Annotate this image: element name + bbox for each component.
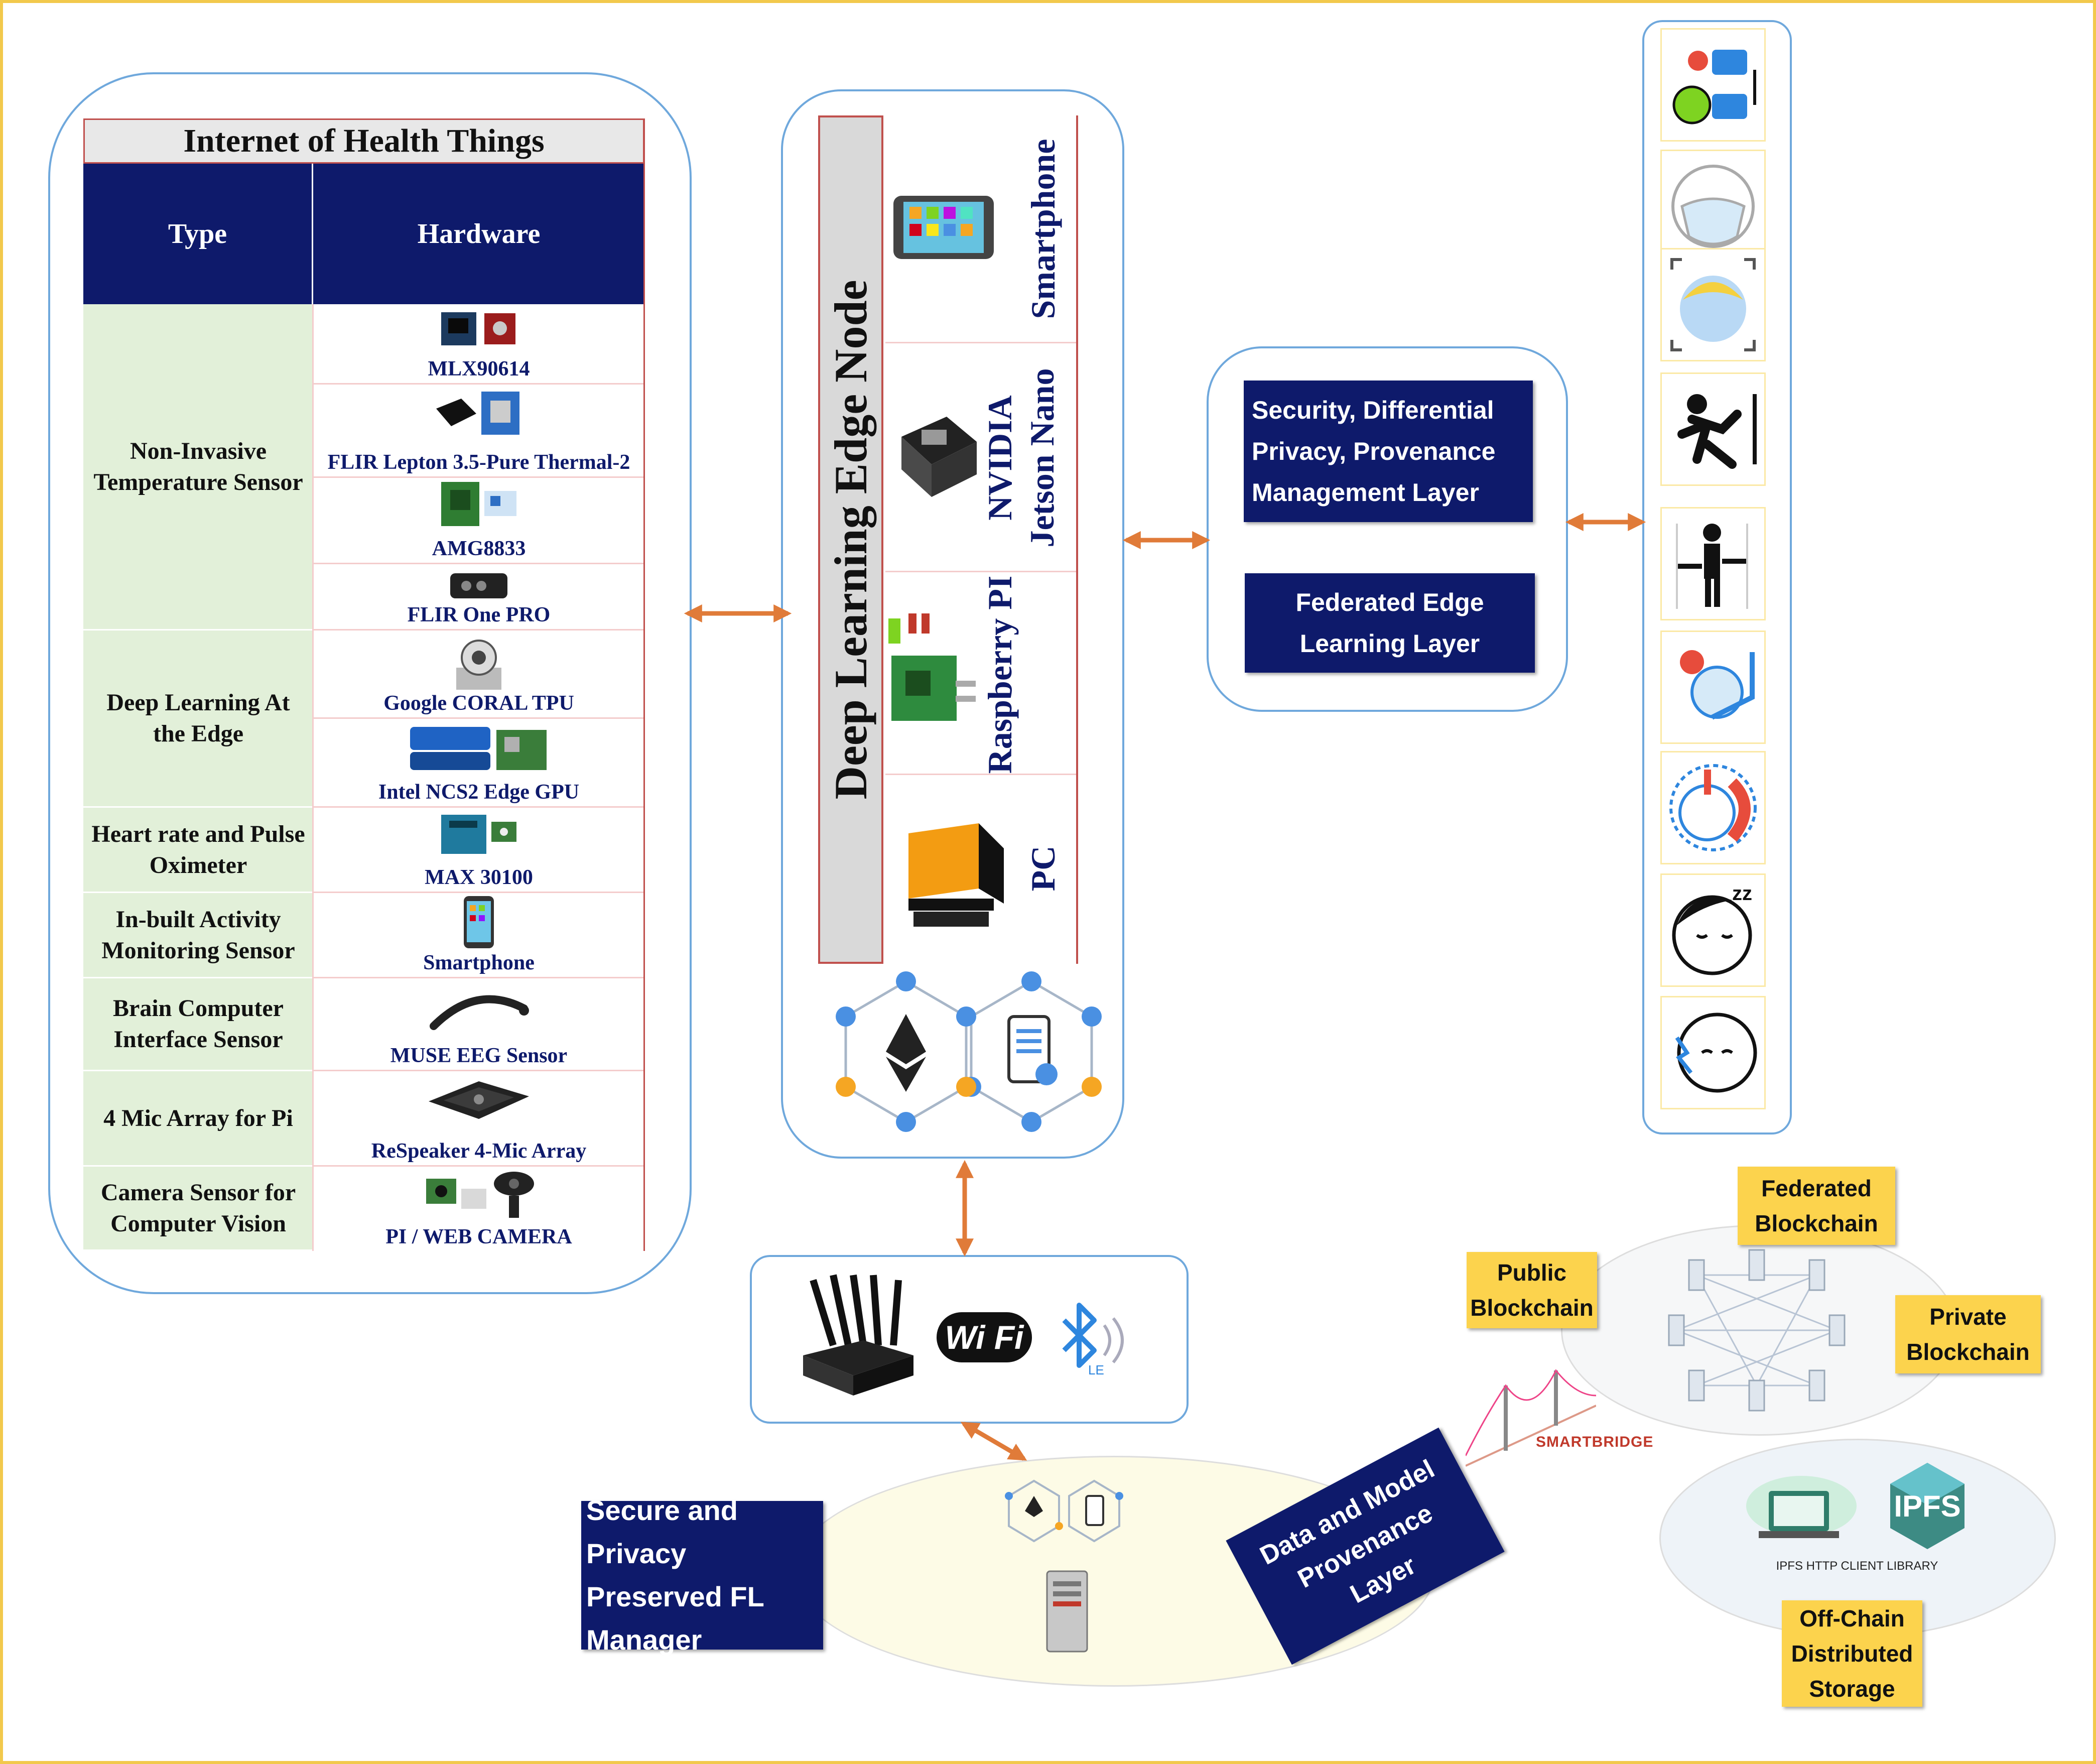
device-row-smartphone <box>885 115 1076 343</box>
hw-label: MUSE EEG Sensor <box>390 1044 568 1067</box>
ncs2-stick-icon <box>410 727 547 770</box>
ipfs-library-label: IPFS HTTP CLIENT LIBRARY <box>1776 1559 1938 1573</box>
coral-tpu-icon <box>456 640 501 690</box>
hw-respeaker: ReSpeaker 4-Mic Array <box>313 1071 644 1167</box>
table-divider <box>312 304 314 1251</box>
bluetooth-le-icon <box>1062 1303 1124 1368</box>
smartphone-icon <box>464 896 494 948</box>
hw-mlx90614: MLX90614 <box>313 304 644 385</box>
hw-smartphone: Smartphone <box>313 893 644 978</box>
table-right-border <box>643 118 645 1251</box>
social-distancing-icon <box>1660 28 1766 142</box>
fall-detection-icon <box>1660 372 1766 486</box>
type-cell-heart: Heart rate and Pulse Oximeter <box>83 808 313 893</box>
public-blockchain-label: Public Blockchain <box>1467 1252 1597 1328</box>
wifi-logo: Wi Fi <box>937 1312 1032 1362</box>
type-cell-mic: 4 Mic Array for Pi <box>83 1071 313 1167</box>
thermal-grid-sensor-icon <box>441 482 516 526</box>
hw-intel-ncs2: Intel NCS2 Edge GPU <box>313 719 644 808</box>
mic-array-board-icon <box>429 1081 529 1119</box>
raspberry-pi-icon <box>888 613 976 721</box>
federated-blockchain-label: Federated Blockchain <box>1738 1167 1895 1245</box>
private-blockchain-label: Private Blockchain <box>1895 1295 2041 1373</box>
ipfs-label: IPFS <box>1894 1489 1961 1523</box>
smartphone-icon <box>893 196 994 259</box>
ble-label: LE <box>1088 1362 1104 1377</box>
hw-label: Smartphone <box>423 951 535 974</box>
thermal-camera-icon <box>436 392 519 435</box>
smartbridge-label: SMARTBRIDGE <box>1536 1434 1654 1450</box>
edge-device-column <box>883 115 1078 964</box>
hw-label: FLIR Lepton 3.5-Pure Thermal-2 <box>327 451 630 474</box>
type-cell-bci: Brain Computer Interface Sensor <box>83 978 313 1071</box>
blockchain-network-icon <box>1668 1249 1846 1412</box>
hw-flir-one: FLIR One PRO <box>313 564 644 631</box>
type-column-header: Type <box>83 164 313 304</box>
arrow-connectivity-manager <box>960 1422 1027 1461</box>
svg-text:zz: zz <box>1732 883 1752 905</box>
desktop-pc-icon <box>908 823 1004 927</box>
hw-camera: PI / WEB CAMERA <box>313 1167 644 1251</box>
server-icon <box>1046 1570 1088 1653</box>
hw-label: MAX 30100 <box>425 866 533 889</box>
smartbridge-icon <box>1466 1369 1596 1467</box>
type-cell-camera: Camera Sensor for Computer Vision <box>83 1167 313 1251</box>
hw-label: MLX90614 <box>428 357 530 381</box>
offchain-storage-label: Off-Chain Distributed Storage <box>1782 1600 1922 1707</box>
sleep-icon: zz <box>1660 873 1766 987</box>
hw-label: Intel NCS2 Edge GPU <box>378 781 580 804</box>
hw-amg8833: AMG8833 <box>313 478 644 564</box>
gait-analysis-icon <box>1660 507 1766 620</box>
blockchain-mini-icon <box>1005 1479 1123 1543</box>
sensor-board-icon <box>441 312 515 345</box>
hw-label: PI / WEB CAMERA <box>385 1225 572 1248</box>
fever-icon <box>1660 751 1766 864</box>
security-layer-box: Security, Differential Privacy, Provenan… <box>1244 381 1533 522</box>
hw-label: ReSpeaker 4-Mic Array <box>371 1140 587 1163</box>
ethereum-blockchain-network-icon <box>836 971 1102 1132</box>
ioht-title: Internet of Health Things <box>83 118 644 164</box>
hw-coral-tpu: Google CORAL TPU <box>313 631 644 719</box>
hw-muse-eeg: MUSE EEG Sensor <box>313 978 644 1071</box>
laptop-cloud-icon <box>1746 1476 1857 1538</box>
arduino-board-icon <box>441 815 516 854</box>
jetson-nano-icon <box>901 417 977 497</box>
hw-max30100: MAX 30100 <box>313 808 644 893</box>
edge-node-title-bar <box>818 115 883 964</box>
router-icon <box>803 1274 913 1396</box>
type-cell-temperature: Non-Invasive Temperature Sensor <box>83 304 313 631</box>
federated-layer-box: Federated Edge Learning Layer <box>1245 573 1535 673</box>
hw-label: AMG8833 <box>432 537 526 560</box>
hw-flir-lepton: FLIR Lepton 3.5-Pure Thermal-2 <box>313 385 644 478</box>
device-row-jetson <box>885 343 1076 572</box>
type-cell-activity: In-built Activity Monitoring Sensor <box>83 893 313 978</box>
headache-icon <box>1660 996 1766 1109</box>
face-detection-icon <box>1660 248 1766 361</box>
face-mask-icon <box>1660 150 1766 263</box>
hw-label: FLIR One PRO <box>407 603 551 626</box>
webcam-icon <box>426 1172 534 1218</box>
hardware-column-header: Hardware <box>313 164 644 304</box>
hw-label: Google CORAL TPU <box>383 692 574 715</box>
type-cell-edge: Deep Learning At the Edge <box>83 631 313 808</box>
eeg-headband-icon <box>430 995 529 1030</box>
flir-one-icon <box>450 573 507 598</box>
ipfs-cube-icon <box>1890 1463 1964 1549</box>
cough-icon <box>1660 631 1766 744</box>
device-row-raspberry <box>885 572 1076 775</box>
